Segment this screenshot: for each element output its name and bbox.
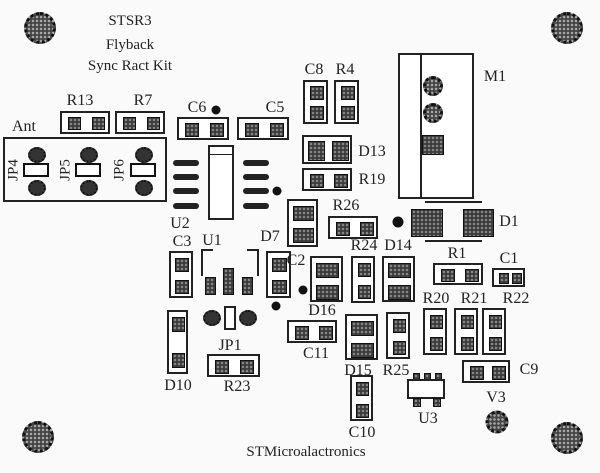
label-d1: D1 — [499, 213, 519, 230]
label-r4: R4 — [335, 61, 355, 78]
diode-d1-pad — [411, 209, 443, 237]
mounting-hole — [551, 12, 583, 44]
label-c3: C3 — [172, 233, 192, 250]
label-r21: R21 — [460, 290, 488, 307]
label-c8: C8 — [304, 61, 324, 78]
label-r26: R26 — [332, 197, 360, 214]
label-jp5: JP5 — [57, 159, 74, 181]
label-d13: D13 — [358, 143, 386, 160]
ic-u2 — [208, 145, 234, 220]
diode-d15 — [345, 314, 378, 360]
label-jp1: JP1 — [218, 337, 242, 354]
label-r1: R1 — [447, 245, 467, 262]
label-jp4: JP4 — [5, 159, 22, 181]
label-r25: R25 — [382, 362, 410, 379]
pin1-dot — [272, 186, 282, 196]
capacitor-c9 — [462, 360, 510, 383]
diode-d13 — [302, 135, 352, 164]
label-v3: V3 — [486, 389, 506, 406]
label-c10: C10 — [348, 424, 376, 441]
label-r20: R20 — [422, 290, 450, 307]
diode-d16 — [310, 256, 343, 302]
board-title-line3: Sync Ract Kit — [87, 58, 173, 74]
label-r23: R23 — [223, 378, 251, 395]
label-r22: R22 — [502, 290, 530, 307]
label-u1: U1 — [202, 232, 222, 249]
manufacturer-label: STMicroalactronics — [246, 444, 366, 460]
label-c1: C1 — [499, 250, 519, 267]
mounting-hole — [551, 422, 583, 454]
capacitor-c1 — [492, 268, 525, 287]
diode-d1-pad — [463, 209, 494, 237]
label-jp6: JP6 — [111, 159, 128, 181]
board-title-line1: STSR3 — [108, 13, 152, 29]
label-r13: R13 — [66, 92, 94, 109]
jumper-jp1-pad — [239, 310, 257, 326]
resistor-r21 — [454, 308, 478, 355]
resistor-r19 — [302, 168, 352, 191]
jumper-jp4[interactable] — [23, 163, 49, 177]
diode-d10 — [167, 310, 188, 374]
resistor-r26 — [328, 216, 378, 239]
capacitor-c8 — [303, 80, 328, 124]
capacitor-c5 — [237, 117, 289, 140]
ic-u1-pad — [242, 277, 253, 295]
label-c11: C11 — [302, 345, 330, 362]
label-d16: D16 — [308, 302, 336, 319]
resistor-r20 — [423, 308, 447, 355]
capacitor-c2 — [266, 251, 291, 298]
v3-pad — [485, 410, 509, 434]
diode-d7 — [287, 199, 318, 247]
ic-u1-pad — [205, 277, 216, 295]
mounting-hole — [22, 421, 54, 453]
polarity-dot — [392, 216, 404, 228]
jumper-jp1[interactable] — [224, 306, 236, 330]
capacitor-c3 — [169, 251, 193, 298]
label-c6: C6 — [187, 99, 207, 116]
resistor-r22 — [482, 308, 506, 355]
label-m1: M1 — [483, 68, 507, 85]
resistor-r23 — [207, 354, 260, 377]
label-r24: R24 — [350, 237, 378, 254]
mounting-hole — [24, 12, 56, 44]
capacitor-c10 — [350, 375, 373, 421]
resistor-r25 — [386, 312, 410, 359]
label-d14: D14 — [384, 237, 412, 254]
capacitor-c6 — [177, 117, 229, 140]
label-c5: C5 — [265, 99, 285, 116]
label-r7: R7 — [133, 92, 153, 109]
antenna-jumper-block — [3, 137, 167, 202]
board-title-line2: Flyback — [105, 37, 155, 53]
jumper-jp5[interactable] — [75, 163, 101, 177]
mosfet-m1 — [398, 53, 474, 199]
label-u2: U2 — [170, 215, 190, 232]
resistor-r4 — [334, 80, 359, 124]
diode-d14 — [382, 256, 415, 302]
polarity-dot — [211, 105, 221, 115]
polarity-dot — [271, 301, 281, 311]
resistor-r7 — [115, 111, 165, 134]
resistor-r1 — [433, 263, 483, 285]
label-d10: D10 — [164, 377, 192, 394]
capacitor-c11 — [287, 320, 337, 343]
jumper-jp1-pad — [203, 310, 221, 326]
ic-u1-outline — [201, 249, 203, 276]
polarity-dot — [298, 285, 308, 295]
ic-u3 — [407, 379, 445, 399]
label-u3: U3 — [418, 410, 438, 427]
label-d7: D7 — [260, 228, 280, 245]
label-r19: R19 — [358, 171, 386, 188]
label-c9: C9 — [519, 361, 539, 378]
jumper-jp6[interactable] — [130, 163, 156, 177]
label-c2: C2 — [286, 252, 306, 269]
resistor-r24 — [351, 256, 375, 303]
label-ant: Ant — [12, 118, 36, 135]
label-d15: D15 — [344, 362, 372, 379]
ic-u1-pad — [223, 268, 234, 295]
resistor-r13 — [60, 111, 110, 134]
